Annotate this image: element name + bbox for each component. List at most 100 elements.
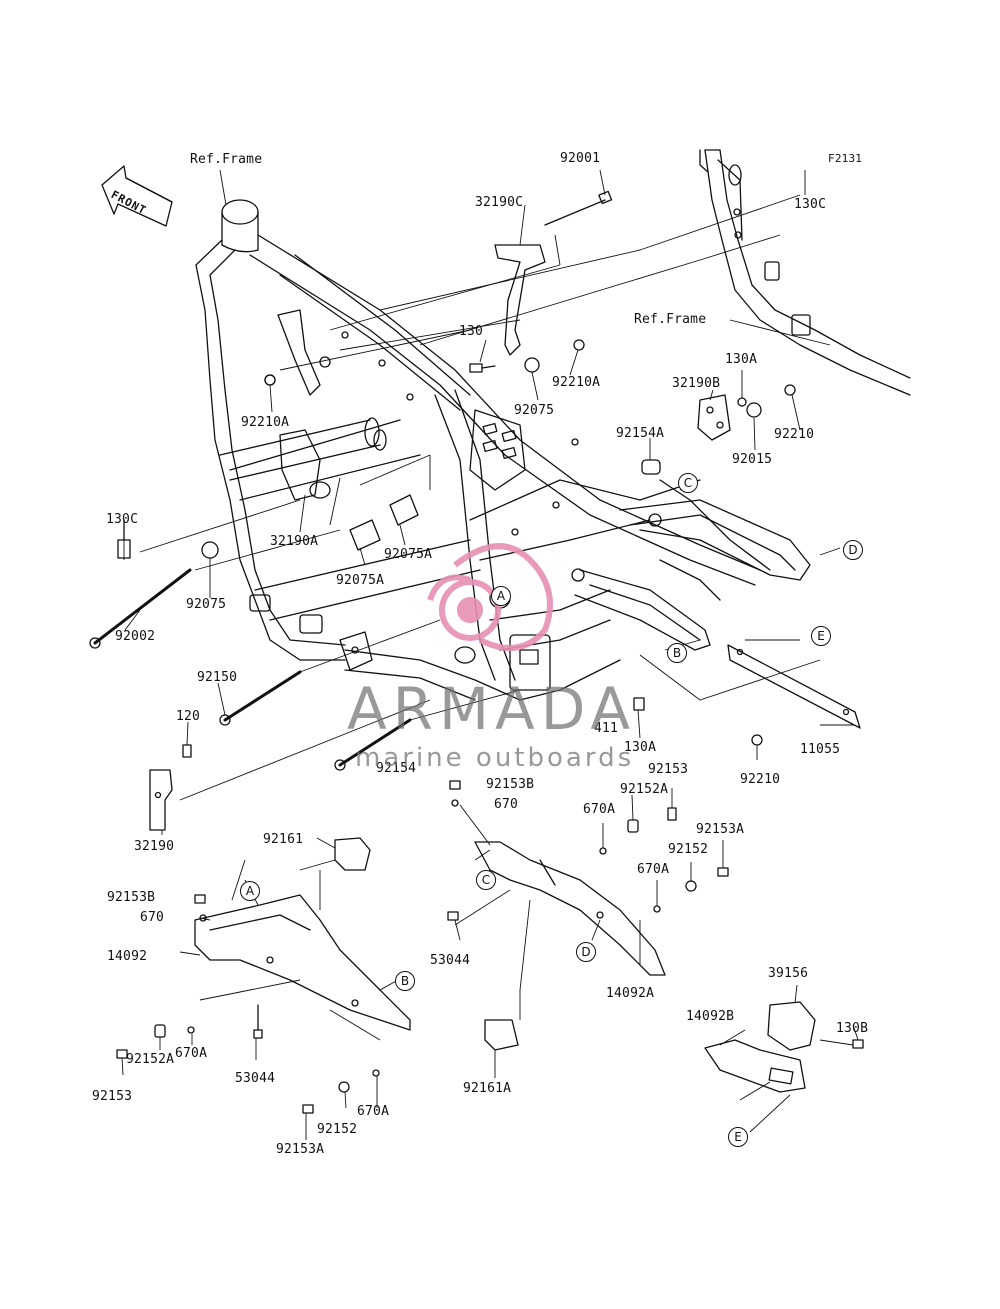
bolt-130a xyxy=(737,397,747,407)
bolt-92002 xyxy=(93,568,192,645)
cap-92161 xyxy=(334,837,371,871)
part-label[interactable]: 92150 xyxy=(197,670,238,685)
bracket-32190c xyxy=(494,244,546,356)
front-arrow-icon xyxy=(101,165,173,227)
part-label[interactable]: 670 xyxy=(494,797,519,812)
cover-14092 xyxy=(194,894,411,1031)
cover-39156 xyxy=(767,1001,816,1051)
nut-92210 xyxy=(784,384,796,396)
part-label[interactable]: 130B xyxy=(836,1021,869,1036)
nut-92210-right xyxy=(751,734,763,746)
cover-14092a xyxy=(474,841,666,976)
part-label[interactable]: 670A xyxy=(637,862,670,877)
part-label[interactable]: 92210A xyxy=(552,375,601,390)
part-label[interactable]: 92152A xyxy=(620,782,669,797)
part-label[interactable]: 92210 xyxy=(774,427,815,442)
part-label[interactable]: 92001 xyxy=(560,151,601,166)
part-label[interactable]: 92152 xyxy=(317,1122,358,1137)
part-label[interactable]: 92152A xyxy=(126,1052,175,1067)
part-label[interactable]: 670A xyxy=(357,1104,390,1119)
part-label[interactable]: 39156 xyxy=(768,966,809,981)
part-label[interactable]: 14092A xyxy=(606,986,655,1001)
part-label[interactable]: 92152 xyxy=(668,842,709,857)
part-label[interactable]: 92015 xyxy=(732,452,773,467)
ref-frame-label: Ref.Frame xyxy=(634,312,707,327)
callout-b: B xyxy=(395,971,415,991)
washer-92075-left xyxy=(201,541,219,559)
diagram-code: F2131 xyxy=(828,152,863,165)
part-label[interactable]: 670A xyxy=(583,802,616,817)
part-label[interactable]: 92075A xyxy=(336,573,385,588)
part-label[interactable]: 32190C xyxy=(475,195,524,210)
bolt-130b xyxy=(852,1039,864,1049)
part-label[interactable]: 670 xyxy=(140,910,165,925)
part-label[interactable]: 130 xyxy=(459,324,484,339)
part-label[interactable]: 130A xyxy=(725,352,758,367)
bar-11055 xyxy=(727,644,861,729)
ref-frame-label: Ref.Frame xyxy=(190,152,263,167)
part-label[interactable]: 14092 xyxy=(107,949,148,964)
part-label[interactable]: 92153A xyxy=(696,822,745,837)
main-frame-left xyxy=(195,199,811,701)
bolt-92154 xyxy=(338,718,412,767)
part-label[interactable]: 92161A xyxy=(463,1081,512,1096)
part-label[interactable]: 11055 xyxy=(800,742,841,757)
part-label[interactable]: 92161 xyxy=(263,832,304,847)
watermark-tagline: marine outboards xyxy=(355,743,635,773)
part-label[interactable]: 92154A xyxy=(616,426,665,441)
part-label[interactable]: 53044 xyxy=(235,1071,276,1086)
part-label[interactable]: 92153B xyxy=(107,890,156,905)
bolt-120 xyxy=(182,744,192,758)
part-label[interactable]: 32190 xyxy=(134,839,175,854)
screw-53044-center xyxy=(447,911,459,921)
part-label[interactable]: 92153B xyxy=(486,777,535,792)
callout-e: E xyxy=(728,1127,748,1147)
callout-c: C xyxy=(678,473,698,493)
bracket-32190 xyxy=(149,769,173,831)
callout-d: D xyxy=(843,540,863,560)
part-label[interactable]: 411 xyxy=(594,721,619,736)
bush-92154a xyxy=(641,459,661,475)
callout-a: A xyxy=(240,881,260,901)
washer-92075 xyxy=(524,357,540,373)
washer-92015 xyxy=(746,402,762,418)
part-label[interactable]: 92154 xyxy=(376,761,417,776)
part-label[interactable]: 92075 xyxy=(186,597,227,612)
nut-92210a xyxy=(573,339,585,351)
part-label[interactable]: 92153 xyxy=(648,762,689,777)
part-label[interactable]: 120 xyxy=(176,709,201,724)
part-label[interactable]: 670A xyxy=(175,1046,208,1061)
part-label[interactable]: 130A xyxy=(624,740,657,755)
bracket-32190b xyxy=(697,394,731,441)
bracket-14092b xyxy=(704,1039,806,1093)
part-label[interactable]: 32190B xyxy=(672,376,721,391)
cap-92161a xyxy=(484,1019,519,1051)
part-label[interactable]: 32190A xyxy=(270,534,319,549)
mount-92075a xyxy=(349,494,419,551)
bolt-130 xyxy=(469,363,496,373)
part-label[interactable]: 92153A xyxy=(276,1142,325,1157)
part-label[interactable]: 130C xyxy=(794,197,827,212)
callout-b: B xyxy=(667,643,687,663)
part-label[interactable]: 92075 xyxy=(514,403,555,418)
bolt-92150 xyxy=(223,670,302,722)
callout-c: C xyxy=(476,870,496,890)
part-label[interactable]: 130C xyxy=(106,512,139,527)
callout-a: A xyxy=(491,586,511,606)
part-label[interactable]: 92002 xyxy=(115,629,156,644)
part-label[interactable]: 92075A xyxy=(384,547,433,562)
part-label[interactable]: 92153 xyxy=(92,1089,133,1104)
callout-e: E xyxy=(811,626,831,646)
nut-92210a-left xyxy=(264,374,276,386)
part-label[interactable]: 53044 xyxy=(430,953,471,968)
bolt-130a-lower xyxy=(633,697,645,711)
part-label[interactable]: 92210A xyxy=(241,415,290,430)
watermark-brand: ARMADA xyxy=(347,675,637,743)
ref-frame-right xyxy=(699,149,911,396)
part-label[interactable]: 92210 xyxy=(740,772,781,787)
part-label[interactable]: 14092B xyxy=(686,1009,735,1024)
callout-d: D xyxy=(576,942,596,962)
bolt-92001 xyxy=(544,190,613,226)
